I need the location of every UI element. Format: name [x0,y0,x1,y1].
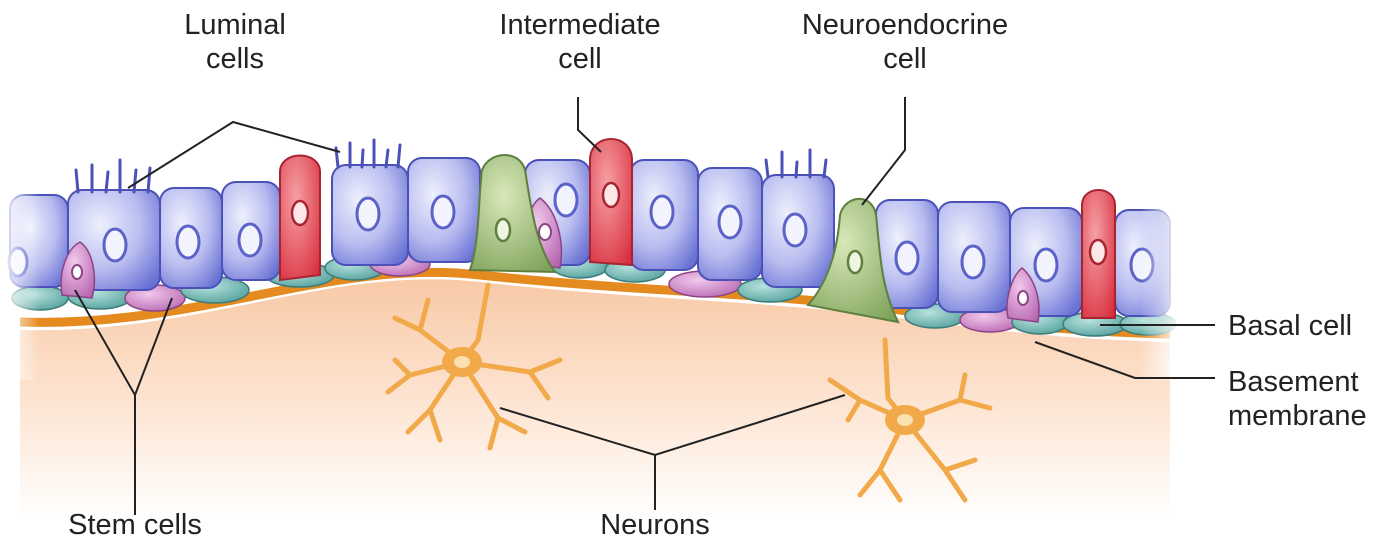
label-stem-cells: Stem cells [40,508,230,542]
label-luminal-cells: Luminal cells [150,8,320,76]
label-neuroendocrine-cell: Neuroendocrine cell [775,8,1035,76]
label-basal-cell: Basal cell [1228,309,1352,343]
label-neurons: Neurons [560,508,750,542]
leader-neuroendocrine [862,97,905,205]
label-basement-membrane: Basement membrane [1228,365,1367,433]
label-intermediate-cell: Intermediate cell [475,8,685,76]
